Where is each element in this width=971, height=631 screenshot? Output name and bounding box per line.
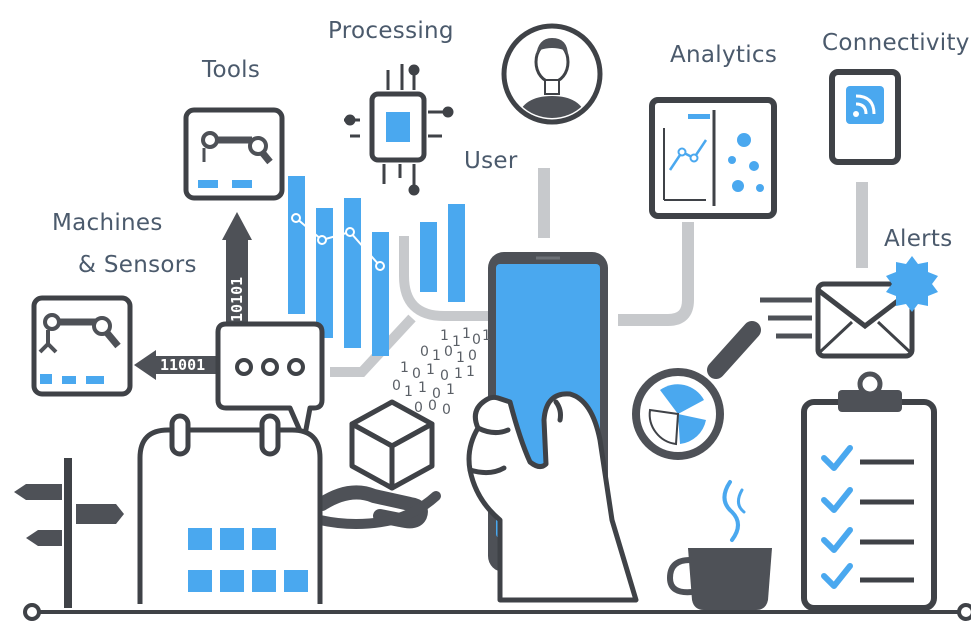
calendar-icon — [137, 413, 323, 604]
svg-text:0: 0 — [420, 344, 429, 360]
bar-chart-graphic — [288, 176, 465, 356]
svg-text:1: 1 — [456, 350, 465, 366]
bar-6 — [448, 204, 465, 302]
machine-robot-arm-icon — [31, 295, 133, 397]
svg-text:0: 0 — [392, 378, 401, 394]
magnifier-icon — [632, 321, 761, 460]
arrow-up: 10101 — [222, 212, 252, 328]
label-user: User — [464, 148, 518, 174]
bar-3 — [344, 198, 361, 348]
svg-text:0: 0 — [414, 400, 423, 416]
svg-text:0: 0 — [428, 398, 437, 414]
clipboard-checklist-icon — [801, 371, 937, 611]
svg-text:1: 1 — [452, 334, 461, 350]
processor-chip-icon — [344, 64, 454, 196]
binary-scatter: 1 1 1 0 1 0 1 0 1 0 1 0 1 0 1 1 0 1 1 0 … — [392, 326, 491, 418]
baseline-rule — [23, 603, 971, 621]
binary-up-text: 10101 — [228, 277, 246, 322]
tools-robot-arm-icon — [183, 107, 285, 201]
svg-text:0: 0 — [472, 332, 481, 348]
label-machines: Machines — [52, 210, 163, 236]
connector-pipes — [330, 168, 868, 377]
svg-text:1: 1 — [426, 362, 435, 378]
analytics-board-icon — [649, 97, 777, 219]
label-processing: Processing — [328, 18, 454, 44]
label-connectivity: Connectivity — [822, 30, 970, 56]
bar-1 — [288, 176, 305, 314]
signpost-icon — [14, 458, 124, 608]
giving-hand-icon — [315, 485, 441, 529]
svg-text:0: 0 — [444, 344, 453, 360]
svg-text:1: 1 — [432, 348, 441, 364]
alert-burst-icon — [886, 256, 938, 312]
hand-icon — [466, 391, 639, 603]
svg-text:1: 1 — [462, 326, 471, 342]
chat-bubble-icon — [215, 321, 325, 443]
svg-text:1: 1 — [400, 360, 409, 376]
svg-text:0: 0 — [432, 386, 441, 402]
svg-text:1: 1 — [446, 382, 455, 398]
coffee-cup-icon — [666, 480, 772, 610]
svg-text:0: 0 — [442, 402, 451, 418]
svg-text:1: 1 — [454, 366, 463, 382]
user-avatar-icon — [501, 23, 603, 125]
svg-text:1: 1 — [418, 380, 427, 396]
label-sensors: & Sensors — [78, 252, 197, 278]
label-alerts: Alerts — [884, 226, 953, 252]
svg-text:0: 0 — [412, 366, 421, 382]
label-analytics: Analytics — [670, 42, 778, 68]
arrow-left: 11001 — [134, 350, 222, 380]
bar-4 — [372, 232, 389, 356]
label-tools: Tools — [202, 57, 261, 83]
svg-text:1: 1 — [482, 328, 491, 344]
svg-text:1: 1 — [466, 364, 475, 380]
svg-text:1: 1 — [440, 328, 449, 344]
cube-icon — [349, 399, 435, 491]
binary-left-text: 11001 — [160, 356, 205, 374]
svg-text:0: 0 — [440, 368, 449, 384]
bar-5 — [420, 222, 437, 292]
svg-text:0: 0 — [468, 348, 477, 364]
svg-text:1: 1 — [404, 384, 413, 400]
wifi-icon — [829, 69, 901, 165]
bar-2 — [316, 208, 333, 338]
